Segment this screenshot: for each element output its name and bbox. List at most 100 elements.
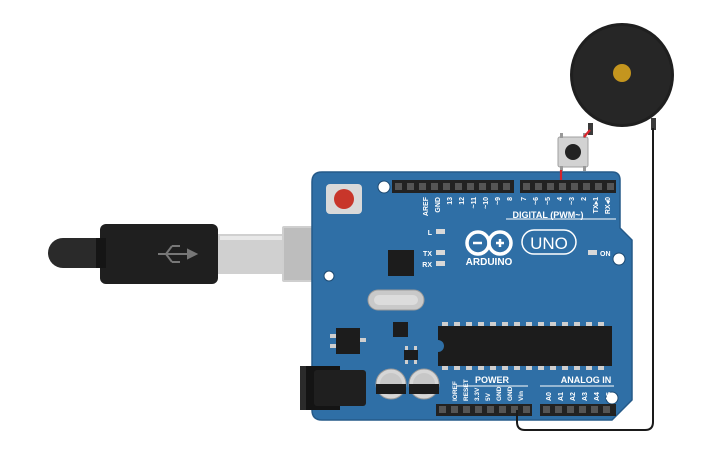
power-pin-label: 5V [485,392,492,401]
digital-header-label: DIGITAL (PWM~) [513,210,584,220]
wires [516,128,654,431]
small-chip [393,322,408,337]
analog-pin-label: A3 [582,392,589,401]
usb-icon [158,245,199,263]
header-pin[interactable] [579,406,586,413]
pin-label: ~9 [495,197,502,205]
header-pin[interactable] [591,406,598,413]
header-pin[interactable] [499,406,506,413]
led-tx [436,250,445,255]
header-pin[interactable] [603,406,610,413]
header-pin[interactable] [555,406,562,413]
power-pin-label: GND [496,386,503,401]
pin-label: ~10 [483,197,490,209]
header-pin[interactable] [439,406,446,413]
power-pin-label: IOREF [452,381,459,401]
usb-controller-chip [388,250,414,276]
header-pin[interactable] [543,406,550,413]
header-pin[interactable] [455,183,462,190]
header-pin[interactable] [491,183,498,190]
analog-pin-label: A5 [606,392,613,401]
usb-metal-sleeve [218,234,284,274]
header-pin[interactable] [523,406,530,413]
header-pin[interactable] [595,183,602,190]
header-pin[interactable] [607,183,614,190]
capacitor [408,368,440,400]
analog-pin-label: A0 [546,392,553,401]
header-pin[interactable] [535,183,542,190]
power-header [436,404,616,416]
header-pin[interactable] [395,183,402,190]
push-button[interactable] [557,133,589,171]
header-pin[interactable] [571,183,578,190]
mounting-hole [612,252,626,266]
header-pin[interactable] [487,406,494,413]
reset-button[interactable] [334,189,354,209]
header-pin[interactable] [467,183,474,190]
red-wire [583,129,591,138]
pin-label: TX▸1 [593,197,600,213]
header-pin[interactable] [511,406,518,413]
header-pin[interactable] [463,406,470,413]
header-pin[interactable] [475,406,482,413]
power-pin-label: Vin [518,391,525,401]
header-pin[interactable] [503,183,510,190]
led-rx [436,261,445,266]
analog-header-label: ANALOG IN [561,375,612,385]
digital-header [392,180,616,193]
header-pin[interactable] [443,183,450,190]
pin-label: AREF [423,196,430,216]
pin-label: 13 [447,197,454,205]
brand-name: ARDUINO [466,257,513,268]
dc-power-jack [300,366,366,410]
led-l [436,229,445,234]
analog-pin-label: A4 [594,392,601,401]
atmega-microcontroller [438,322,612,370]
analog-pin-label: A1 [558,392,565,401]
led-on-label: ON [600,251,611,258]
piezo-buzzer[interactable] [570,23,674,135]
header-pin[interactable] [583,183,590,190]
model-badge [521,229,577,255]
pin-label: 2 [581,197,588,201]
mounting-hole [377,180,391,194]
pin-label: 8 [507,197,514,201]
power-pin-label: 3.3V [474,387,481,401]
pin-label: ~11 [471,197,478,209]
header-pin[interactable] [523,183,530,190]
pin-label: 4 [557,197,564,201]
pin-label: ~6 [533,197,540,205]
buzzer-pin [651,118,656,130]
header-pin[interactable] [407,183,414,190]
transistor [404,346,418,364]
pin-label: RX◂0 [605,197,612,214]
voltage-regulator [330,328,366,354]
header-pin[interactable] [559,183,566,190]
header-pin[interactable] [479,183,486,190]
mounting-hole [323,270,335,282]
onboard-leds: L TX RX ON [422,229,611,269]
power-header-label: POWER [475,375,510,385]
header-pin[interactable] [567,406,574,413]
buzzer-pin [588,123,593,135]
pin-label: 12 [459,197,466,205]
pin-label: ~5 [545,197,552,205]
header-pin[interactable] [419,183,426,190]
black-ground-wire [516,128,654,431]
pin-label: ~3 [569,197,576,205]
header-pin[interactable] [451,406,458,413]
header-pin[interactable] [431,183,438,190]
analog-pin-label: A2 [570,392,577,401]
led-rx-label: RX [422,262,432,269]
header-pin[interactable] [547,183,554,190]
led-l-label: L [428,230,433,237]
led-tx-label: TX [423,251,432,258]
arduino-logo [465,230,513,256]
model-name: UNO [530,234,568,253]
led-on [588,250,597,255]
pin-label: 7 [521,197,528,201]
power-pin-label: RESET [463,379,470,401]
buzzer-center [613,64,631,82]
